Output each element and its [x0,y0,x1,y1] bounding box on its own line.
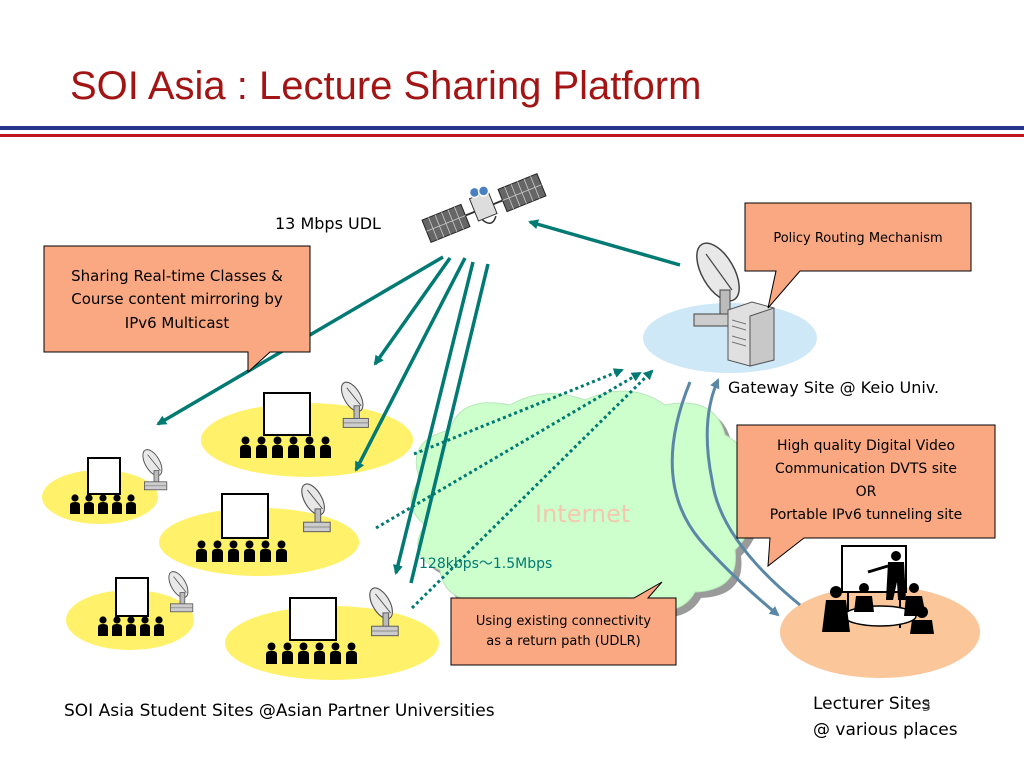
callout-dvts: High quality Digital Video Communication… [739,435,993,527]
callout-dvts-line1: High quality Digital Video [776,438,956,454]
return-speed-label: 128kbps～1.5Mbps [419,556,553,572]
callout-udlr: Using existing connectivity as a return … [453,612,674,652]
udlr-return-arrows [375,368,654,610]
title-rule-blue [0,126,1024,130]
callout-udlr-line2: as a return path (UDLR) [486,634,641,650]
student-site-bottom-left [98,568,194,636]
page-number: 3 [922,699,931,715]
slide-title: SOI Asia : Lecture Sharing Platform [70,64,702,108]
callout-policy: Policy Routing Mechanism [773,231,943,246]
callout-multicast: Sharing Real-time Classes & Course conte… [46,265,308,335]
title-rule-red [0,134,1024,137]
server-icon [727,301,775,367]
projection-screen-icon [221,493,269,539]
callout-dvts-line3: OR [855,484,877,501]
internet-label: Internet [535,500,631,528]
projection-screen-icon [263,392,311,436]
student-site-top [240,378,369,458]
projection-screen-icon [289,597,337,641]
lecturer-sites-label-line1: Lecturer Sites [813,694,931,714]
projection-screen-icon [115,577,149,617]
udl-label: 13 Mbps UDL [275,214,381,233]
audience-icon [266,642,277,664]
gateway-label: Gateway Site @ Keio Univ. [728,378,940,397]
student-site-left [70,446,168,514]
callout-dvts-shape [736,424,996,568]
audience-icon [98,616,108,636]
callout-dvts-line2: Communication DVTS site [774,461,958,478]
audience-icon [196,540,207,562]
projection-screen-icon [87,457,121,495]
callout-multicast-shape [43,245,311,374]
callout-policy-shape [744,202,972,309]
lecturer-link-arrows [670,378,801,617]
satellite-icon [421,172,547,244]
callout-dvts-line4: Portable IPv6 tunneling site [769,507,963,524]
student-site-bottom [266,583,399,664]
callout-udlr-shape [450,581,677,666]
callout-multicast-line2: Course content mirroring by [71,290,283,309]
gateway-equipment [693,242,775,367]
callout-multicast-line3: IPv6 Multicast [124,313,230,332]
audience-icon [70,494,80,514]
student-site-middle [196,479,331,562]
audience-icon [240,436,251,458]
lecturer-site-ellipse [780,586,980,678]
presenter-icon [822,545,934,634]
lecturer-sites-label-line2: @ various places [813,720,958,740]
callout-udlr-line1: Using existing connectivity [475,614,652,629]
callout-multicast-line1: Sharing Real-time Classes & [71,267,283,285]
student-sites-label: SOI Asia Student Sites @Asian Partner Un… [64,701,495,721]
